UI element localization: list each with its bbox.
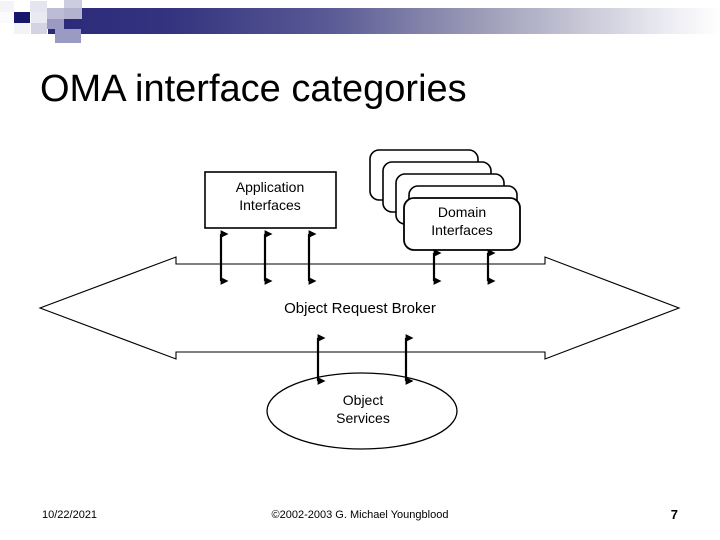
- domain-stack-layer-1: [403, 197, 521, 251]
- header-square-2: [0, 1, 14, 12]
- header-gradient-bar: [48, 8, 720, 34]
- header-square-6: [14, 23, 30, 34]
- application-interfaces-box: [204, 171, 337, 229]
- domain-interfaces-stack: [369, 149, 521, 251]
- object-services-label: Object Services: [278, 391, 448, 427]
- header-square-10: [64, 0, 82, 8]
- header-decoration-band: [0, 0, 720, 43]
- header-square-4: [30, 1, 47, 12]
- domain-label-line1: Domain: [437, 204, 487, 220]
- application-label-line1: Application: [235, 179, 305, 195]
- domain-connectors: [432, 249, 496, 285]
- footer-date: 10/22/2021: [42, 509, 98, 521]
- object-request-broker-label: Object Request Broker: [284, 300, 436, 317]
- header-square-5: [31, 12, 47, 23]
- header-square-8: [47, 0, 64, 8]
- application-connectors: [219, 230, 317, 285]
- slide-footer: 10/22/2021 ©2002-2003 G. Michael Youngbl…: [0, 505, 720, 529]
- services-label-line2: Services: [336, 410, 390, 426]
- domain-interfaces-label: Domain Interfaces: [404, 203, 520, 239]
- header-square-accent: [14, 12, 30, 23]
- application-label-line2: Interfaces: [239, 197, 301, 213]
- header-square-3: [0, 12, 14, 23]
- page-title: OMA interface categories: [40, 68, 467, 110]
- header-square-13: [55, 29, 81, 43]
- footer-copyright: ©2002-2003 G. Michael Youngblood: [271, 509, 449, 521]
- services-connectors: [316, 334, 414, 385]
- slide-page-number: 7: [670, 507, 678, 522]
- header-square-1: [0, 23, 14, 34]
- domain-label-line2: Interfaces: [431, 222, 493, 238]
- header-square-7: [31, 23, 47, 34]
- application-interfaces-label: Application Interfaces: [205, 178, 335, 214]
- header-square-11: [64, 8, 82, 19]
- header-square-9: [47, 8, 64, 19]
- services-label-line1: Object: [342, 392, 384, 408]
- object-services-ellipse: [266, 372, 458, 450]
- header-square-12: [47, 19, 64, 29]
- object-request-broker-banner: [38, 256, 681, 360]
